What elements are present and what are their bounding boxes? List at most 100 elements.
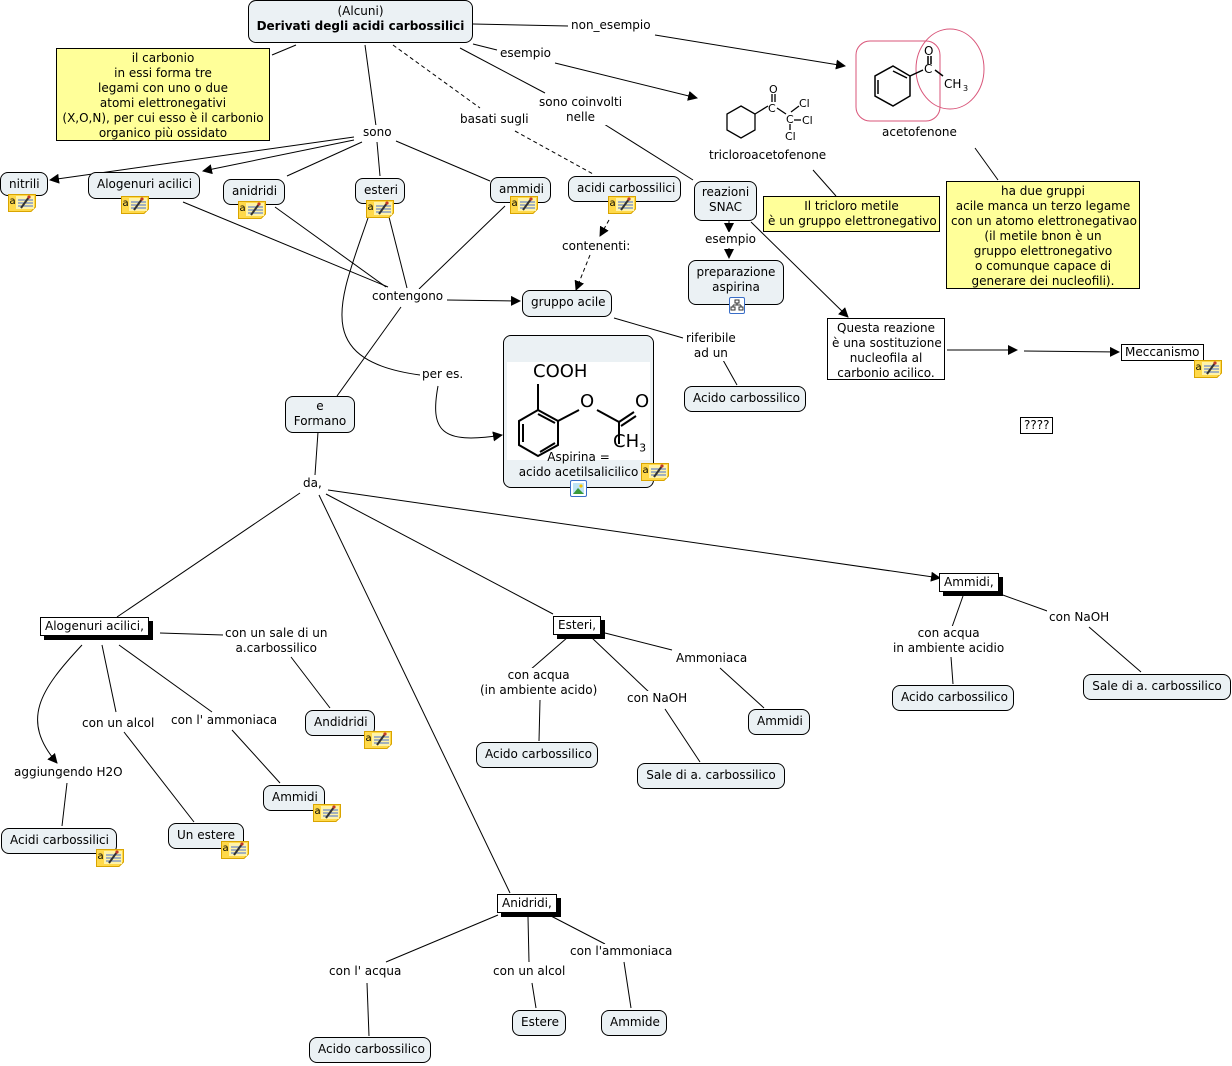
note-annotation-icon[interactable]: a bbox=[510, 196, 538, 214]
link-esteri-acqua[interactable]: con acqua (in ambiente acido) bbox=[478, 668, 600, 698]
note-acetofenone[interactable]: ha due gruppi acile manca un terzo legam… bbox=[946, 181, 1140, 289]
link-da[interactable]: da, bbox=[301, 476, 324, 491]
node-line: Formano bbox=[293, 414, 347, 428]
concept-e-formano[interactable]: e Formano bbox=[285, 396, 355, 433]
concept-acidi-carbossilici-b[interactable]: Acidi carbossilici bbox=[1, 828, 117, 854]
note-annotation-icon[interactable]: a bbox=[238, 201, 266, 219]
svg-text:a: a bbox=[610, 198, 616, 209]
link-basati-sugli[interactable]: basati sugli bbox=[458, 112, 531, 127]
aspirina-structure-icon bbox=[518, 384, 637, 458]
chem-o-carbonyl: O bbox=[635, 391, 650, 412]
concept-aspirina[interactable]: COOH O O CH3 Aspirina = acido acetilsali… bbox=[503, 335, 654, 488]
concept-nitrili[interactable]: nitrili bbox=[0, 172, 48, 196]
node-line: è una sostituzione bbox=[832, 336, 942, 350]
link-anidridi-acqua[interactable]: con l' acqua bbox=[327, 964, 404, 979]
note-annotation-icon[interactable]: a bbox=[608, 196, 636, 214]
concept-estere-anidridi[interactable]: Estere bbox=[512, 1010, 566, 1036]
image-icon[interactable] bbox=[570, 480, 587, 497]
node-line: preparazione bbox=[696, 265, 776, 279]
note-tricloro[interactable]: Il tricloro metile è un gruppo elettrone… bbox=[763, 196, 940, 232]
note-line: generare dei nucleofili). bbox=[971, 274, 1115, 288]
svg-text:a: a bbox=[366, 733, 372, 744]
concept-esteri[interactable]: esteri bbox=[355, 178, 405, 204]
concept-acido-carbossilico-ammidi[interactable]: Acido carbossilico bbox=[892, 685, 1014, 711]
chem-c2: C bbox=[786, 113, 794, 126]
link-sono-coinvolti[interactable]: sono coinvolti nelle bbox=[537, 95, 625, 125]
node-line: nucleofila al bbox=[849, 351, 923, 365]
link-line: riferibile bbox=[686, 331, 736, 345]
chem-c1: C bbox=[768, 102, 776, 115]
note-annotation-icon[interactable]: a bbox=[121, 196, 149, 214]
note-annotation-icon[interactable]: a bbox=[8, 194, 36, 212]
link-con-alcol[interactable]: con un alcol bbox=[80, 716, 157, 731]
link-anidridi-ammoniaca[interactable]: con l'ammoniaca bbox=[568, 944, 675, 959]
note-annotation-icon[interactable]: a bbox=[96, 849, 124, 867]
node-line: Aspirina = bbox=[547, 450, 610, 464]
link-ammidi-acqua[interactable]: con acqua in ambiente acidio bbox=[891, 626, 1007, 656]
note-line: con un atomo elettronegativao bbox=[951, 214, 1137, 228]
node-line: SNAC bbox=[709, 200, 742, 214]
root-concept[interactable]: (Alcuni) Derivati degli acidi carbossili… bbox=[248, 0, 473, 43]
node-line: carbonio acilico. bbox=[837, 366, 935, 380]
note-line: Il tricloro metile bbox=[804, 199, 899, 213]
link-line: con acqua bbox=[917, 626, 980, 640]
chem-cl2: Cl bbox=[802, 114, 813, 127]
chem-ch3: CH bbox=[944, 77, 961, 91]
tricloroacetofenone-structure[interactable]: O C C Cl Cl Cl bbox=[715, 82, 825, 162]
submap-icon[interactable] bbox=[729, 297, 745, 314]
link-non-esempio[interactable]: non_esempio bbox=[569, 18, 653, 33]
link-anidridi-alcol[interactable]: con un alcol bbox=[491, 964, 568, 979]
link-per-es[interactable]: per es. bbox=[420, 367, 466, 382]
acetofenone-structure[interactable]: O C CH 3 bbox=[860, 40, 980, 120]
svg-text:a: a bbox=[368, 202, 374, 213]
link-aggiungendo-h2o[interactable]: aggiungendo H2O bbox=[12, 765, 125, 780]
link-line: ad un bbox=[693, 346, 728, 360]
concept-esteri-b[interactable]: Esteri, bbox=[553, 616, 602, 635]
link-esteri-naoh[interactable]: con NaOH bbox=[625, 691, 690, 706]
link-contengono[interactable]: contengono bbox=[370, 289, 446, 304]
concept-sale-ammidi[interactable]: Sale di a. carbossilico bbox=[1083, 674, 1231, 700]
link-esempio-snac[interactable]: esempio bbox=[703, 232, 758, 247]
link-esempio[interactable]: esempio bbox=[498, 46, 553, 61]
concept-alogenuri-acilici[interactable]: Alogenuri acilici bbox=[88, 172, 200, 199]
concept-questa-reazione[interactable]: Questa reazione è una sostituzione nucle… bbox=[827, 318, 945, 380]
note-annotation-icon[interactable]: a bbox=[221, 841, 249, 859]
note-line: (X,O,N), per cui esso è il carbonio bbox=[62, 111, 264, 125]
note-annotation-icon[interactable]: a bbox=[1194, 360, 1222, 378]
concept-un-estere[interactable]: Un estere bbox=[168, 823, 244, 849]
link-sono[interactable]: sono bbox=[361, 125, 394, 140]
concept-andidridi[interactable]: Andidridi bbox=[305, 710, 375, 736]
link-ammidi-naoh[interactable]: con NaOH bbox=[1047, 610, 1112, 625]
note-annotation-icon[interactable]: a bbox=[364, 731, 392, 749]
concept-acido-carbossilico-esteri[interactable]: Acido carbossilico bbox=[476, 742, 598, 768]
label-tricloroacetofenone: tricloroacetofenone bbox=[709, 148, 827, 162]
concept-alogenuri-acilici-b[interactable]: Alogenuri acilici, bbox=[40, 617, 149, 636]
concept-ammidi-esteri[interactable]: Ammidi bbox=[748, 709, 810, 735]
concept-acido-carbossilico-anidridi[interactable]: Acido carbossilico bbox=[309, 1037, 431, 1063]
note-annotation-icon[interactable]: a bbox=[366, 200, 394, 218]
note-annotation-icon[interactable]: a bbox=[313, 804, 341, 822]
concept-ammidi-c[interactable]: Ammidi, bbox=[939, 573, 999, 592]
concept-gruppo-acile[interactable]: gruppo acile bbox=[522, 290, 612, 317]
concept-ammide-anidridi[interactable]: Ammide bbox=[601, 1010, 667, 1036]
link-contenenti[interactable]: contenenti: bbox=[560, 239, 633, 254]
link-esteri-ammoniaca[interactable]: Ammoniaca bbox=[674, 651, 750, 666]
root-subtitle: (Alcuni) bbox=[337, 4, 384, 18]
concept-reazioni-snac[interactable]: reazioni SNAC bbox=[694, 181, 757, 221]
concept-meccanismo[interactable]: Meccanismo bbox=[1121, 344, 1204, 361]
concept-anidridi-b[interactable]: Anidridi, bbox=[497, 894, 557, 913]
link-con-sale[interactable]: con un sale di un a.carbossilico bbox=[223, 626, 330, 656]
chem-o: O bbox=[769, 83, 778, 96]
concept-qqqq[interactable]: ???? bbox=[1020, 417, 1054, 434]
chem-o-ester: O bbox=[580, 391, 595, 412]
note-annotation-icon[interactable]: a bbox=[641, 463, 669, 481]
note-carbonio[interactable]: il carbonio in essi forma tre legami con… bbox=[56, 48, 270, 141]
aspirina-caption: Aspirina = acido acetilsalicilico bbox=[504, 450, 653, 480]
link-riferibile[interactable]: riferibile ad un bbox=[684, 331, 738, 361]
concept-sale-esteri[interactable]: Sale di a. carbossilico bbox=[637, 763, 785, 789]
link-con-ammoniaca[interactable]: con l' ammoniaca bbox=[169, 713, 280, 728]
note-line: legami con uno o due bbox=[97, 81, 228, 95]
concept-acido-carbossilico-rif[interactable]: Acido carbossilico bbox=[684, 386, 806, 412]
chem-cooh: COOH bbox=[533, 361, 588, 382]
